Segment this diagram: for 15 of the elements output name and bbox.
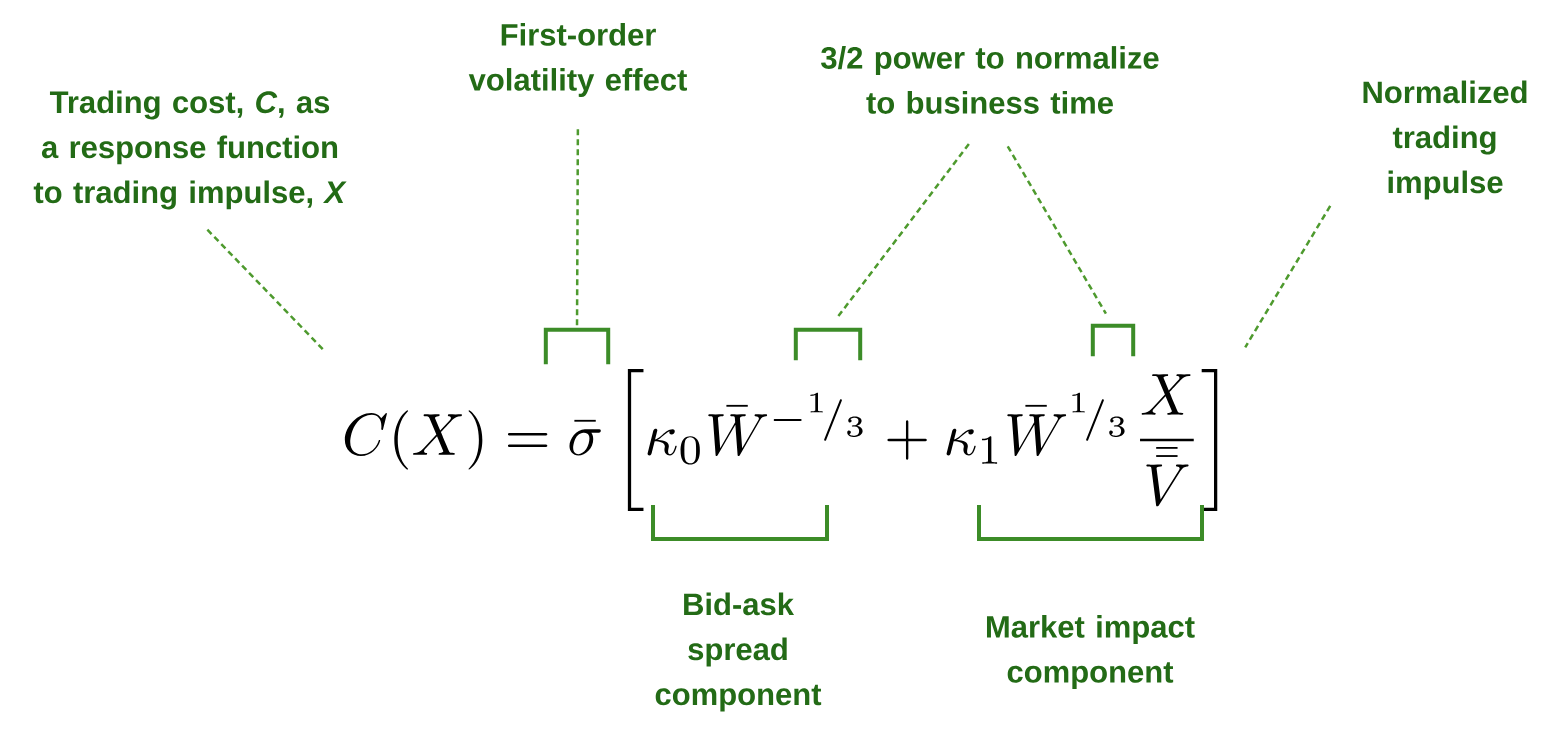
leader-line bbox=[1244, 205, 1332, 348]
annotation-text: Trading cost, C, as a response function to trading impulse, X bbox=[33, 90, 347, 210]
annotation-text: Normalized trading impulse bbox=[1363, 80, 1527, 200]
leader-line bbox=[835, 143, 970, 320]
leader-line bbox=[575, 129, 580, 326]
bracket-mark bbox=[1090, 323, 1136, 357]
annotation-text: First-order volatility effect bbox=[468, 23, 687, 97]
bracket-mark bbox=[543, 327, 611, 365]
formula: $C(X) = \bar{\sigma}\left[\kappa_0\bar{W}^{-{}^{1}\!/{}_{3}}+\kappa_1\bar{W}^{{}^{1}\!/{}_{3}}\frac{X}{\bar{\bar{V}}}\right]$ bbox=[344, 368, 1218, 511]
leader-line bbox=[206, 228, 326, 352]
bracket-mark bbox=[793, 327, 863, 361]
component-label: Market impact component bbox=[987, 615, 1195, 689]
component-label: Bid-ask spread component bbox=[655, 592, 822, 712]
leader-line bbox=[1006, 145, 1107, 315]
annotation-text: 3/2 power to normalize to business time bbox=[821, 46, 1159, 114]
